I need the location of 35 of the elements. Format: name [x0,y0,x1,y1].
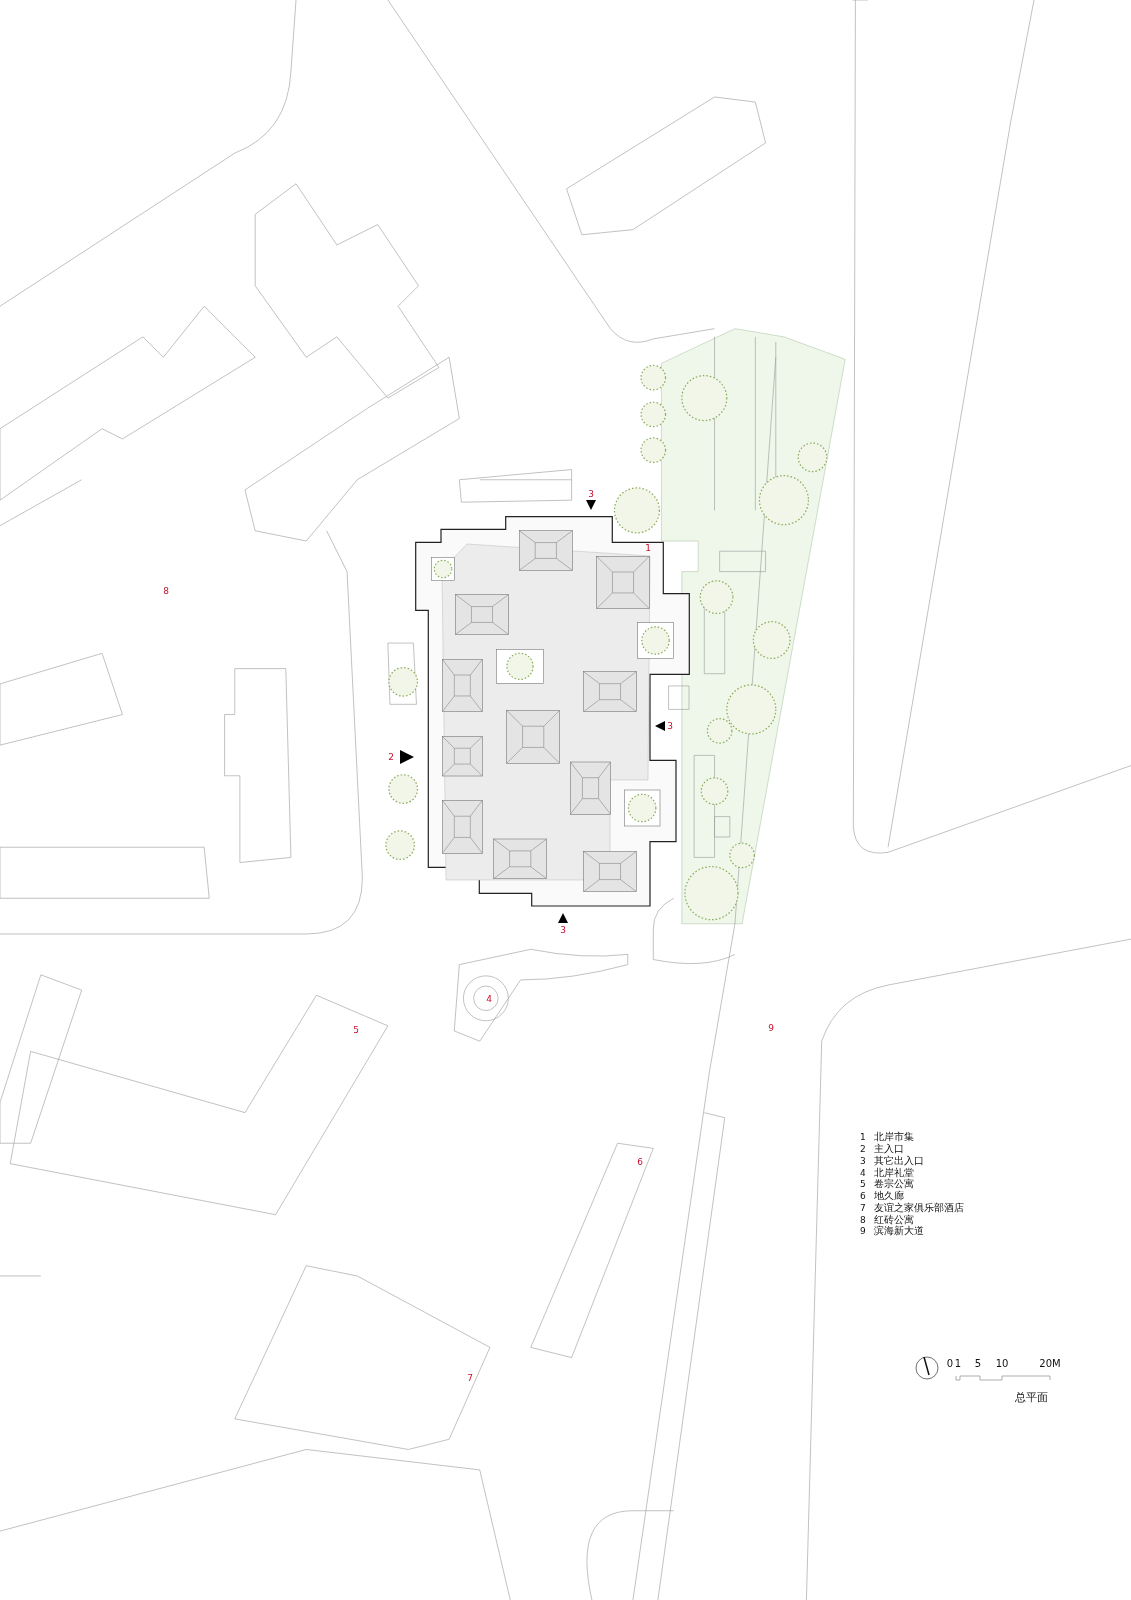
map-number: 5 [353,1025,359,1035]
drawing-title: 总平面 [1014,1391,1048,1403]
legend-number: 1 [860,1132,866,1142]
legend-text: 滨海新大道 [874,1226,924,1236]
legend-text: 地久廊 [874,1191,904,1201]
map-number: 6 [637,1157,643,1167]
legend-text: 北岸市集 [874,1132,914,1142]
scale-number: 20M [1039,1359,1061,1369]
scale-number: 0 [946,1359,954,1369]
scale-number: 1 [954,1359,962,1369]
legend-number: 8 [860,1215,866,1225]
map-number: 3 [560,925,566,935]
map-number: 4 [486,994,492,1004]
map-number: 9 [768,1023,774,1033]
map-number: 8 [163,586,169,596]
legend-number: 6 [860,1191,866,1201]
map-number: 1 [645,543,651,553]
legend-number: 5 [860,1179,866,1189]
legend-text: 北岸礼堂 [874,1168,914,1178]
legend-text: 卷宗公寓 [874,1179,914,1189]
legend-number: 7 [860,1203,866,1213]
map-number: 3 [667,721,673,731]
legend-text: 红砖公寓 [874,1215,914,1225]
legend-text: 其它出入口 [874,1156,924,1166]
scale-number: 10 [995,1359,1009,1369]
legend-number: 9 [860,1226,866,1236]
legend-number: 2 [860,1144,866,1154]
legend-number: 4 [860,1168,866,1178]
map-number: 2 [388,752,394,762]
scale-number: 5 [974,1359,982,1369]
map-number: 3 [588,489,594,499]
legend-text: 友谊之家俱乐部酒店 [874,1203,964,1213]
legend-number: 3 [860,1156,866,1166]
legend-text: 主入口 [874,1144,904,1154]
map-number: 7 [467,1373,473,1383]
